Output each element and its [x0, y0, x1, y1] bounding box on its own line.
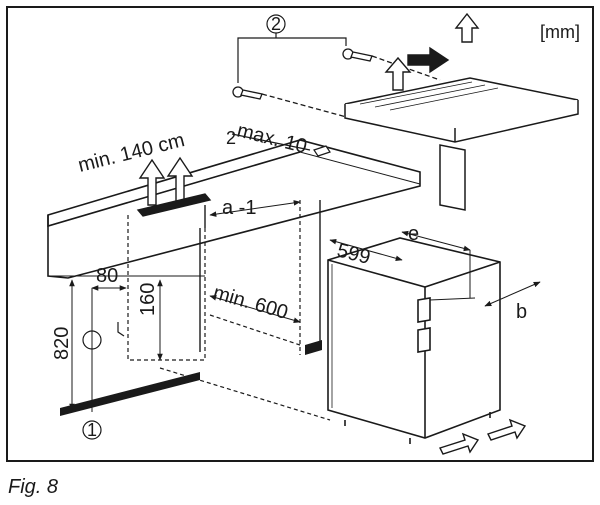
callout-screws: [237, 14, 347, 83]
push-arrows: [439, 418, 527, 455]
offset-160-label: 160: [137, 283, 159, 316]
callout-water-label: 1: [87, 420, 97, 440]
callout-screws-label: 2: [271, 14, 281, 34]
dimension-lines: [50, 200, 541, 412]
niche-walls: [199, 200, 321, 352]
e-label: e: [408, 223, 419, 245]
screws: [232, 48, 441, 119]
ventilation-superscript: 2: [226, 128, 236, 148]
appliance: [327, 237, 501, 444]
min-width-label: min. 600: [211, 282, 291, 324]
plinth: [60, 340, 322, 416]
unit-label: [mm]: [540, 22, 580, 42]
figure-caption: Fig. 8: [8, 476, 59, 498]
offset-80-label: 80: [96, 265, 118, 287]
gap-marker: [231, 133, 331, 157]
a-minus-1-label: a -1: [222, 197, 256, 219]
lift-arrows: [384, 12, 480, 91]
height-820-label: 820: [51, 327, 73, 360]
figure-frame: [6, 6, 594, 462]
water-connection: [82, 322, 125, 440]
ventilation-label: min. 140 cm: [76, 129, 187, 177]
b-label: b: [516, 301, 527, 323]
lid: [344, 77, 579, 211]
ventilation-arrows: [136, 156, 212, 217]
